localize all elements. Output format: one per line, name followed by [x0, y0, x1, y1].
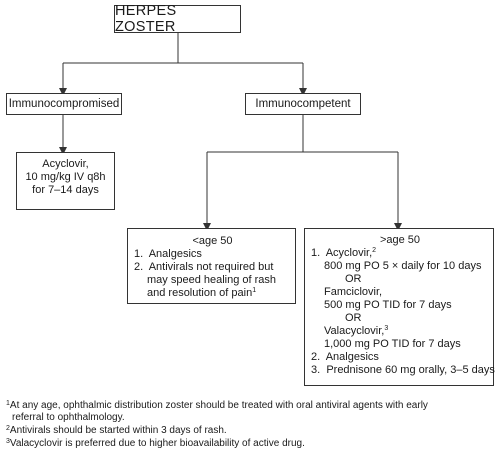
acyclovir-duration-line: for 7–14 days: [32, 184, 99, 196]
immunocompromised-box: Immunocompromised: [6, 93, 122, 115]
footnote-ref-1: 1: [252, 287, 257, 294]
immunocompromised-label: Immunocompromised: [8, 98, 120, 110]
footnote-1-line-2: referral to ophthalmology.: [12, 412, 125, 423]
immunocompetent-box: Immunocompetent: [245, 93, 361, 115]
footnote-ref-2: 2: [372, 247, 377, 254]
over-50-item-1: 1. Acyclovir,2: [311, 247, 377, 259]
footnote-1: 1At any age, ophthalmic distribution zos…: [6, 398, 498, 424]
footnote-1-number: 1: [6, 400, 10, 407]
under-50-heading: <age 50: [192, 235, 233, 247]
diagram-title: HERPES ZOSTER: [115, 3, 177, 35]
footnote-1-line-1: At any age, ophthalmic distribution zost…: [9, 400, 428, 411]
immunocompetent-label: Immunocompetent: [255, 98, 351, 110]
footnote-ref-3: 3: [384, 325, 389, 332]
footnote-3-text: Valacyclovir is preferred due to higher …: [9, 438, 305, 449]
over-50-box: >age 50 1. Acyclovir,2 800 mg PO 5 × dai…: [304, 228, 495, 386]
footnote-3: 3Valacyclovir is preferred due to higher…: [6, 436, 498, 450]
under-50-item-1: 1. Analgesics: [134, 248, 202, 260]
over-50-heading: >age 50: [379, 234, 421, 246]
footnote-3-number: 3: [6, 438, 10, 445]
over-50-item-3: 3. Prednisone 60 mg orally, 3–5 days: [311, 364, 495, 376]
famciclovir-dosing: 500 mg PO TID for 7 days: [324, 299, 452, 311]
footnote-2: 2Antivirals should be started within 3 d…: [6, 423, 498, 437]
under-50-item-2: 2. Antivirals not required but: [134, 261, 274, 273]
famciclovir-label: Famciclovir,: [324, 286, 383, 298]
valacyclovir-dosing: 1,000 mg PO TID for 7 days: [324, 338, 461, 350]
under-50-box: <age 50 1. Analgesics 2. Antivirals not …: [127, 228, 296, 304]
herpes-zoster-title-box: HERPES ZOSTER: [114, 3, 241, 35]
under-50-item-2-line-3: and resolution of pain1: [147, 287, 257, 299]
acyclovir-dose-line: 10 mg/kg IV q8h: [25, 171, 106, 183]
iv-acyclovir-box: Acyclovir, 10 mg/kg IV q8h for 7–14 days: [16, 152, 115, 210]
over-50-item-2: 2. Analgesics: [311, 351, 379, 363]
footnote-2-number: 2: [6, 425, 10, 432]
or-separator-2: OR: [345, 312, 362, 324]
acyclovir-dosing: 800 mg PO 5 × daily for 10 days: [324, 260, 482, 272]
under-50-item-2-line-2: may speed healing of rash: [147, 274, 277, 286]
acyclovir-line: Acyclovir,: [42, 158, 89, 170]
or-separator-1: OR: [345, 273, 362, 285]
footnote-2-text: Antivirals should be started within 3 da…: [9, 425, 227, 436]
valacyclovir-label: Valacyclovir,3: [324, 325, 389, 337]
